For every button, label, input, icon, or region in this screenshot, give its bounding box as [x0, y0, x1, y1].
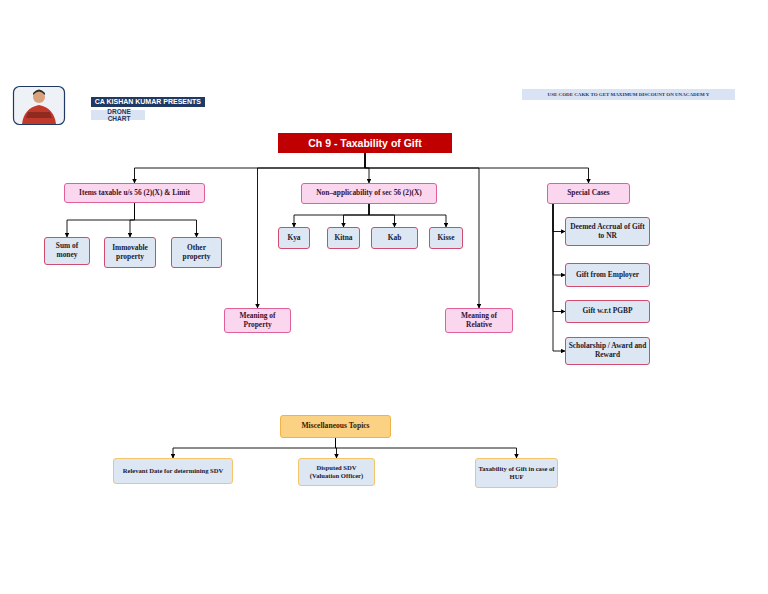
misc-subtopic-box: Taxability of Gift in case of HUF	[475, 458, 558, 488]
text-holder: Kitna	[334, 234, 352, 243]
text-holder: Kya	[287, 234, 300, 243]
connector-line	[67, 203, 135, 237]
presenter-hair	[33, 90, 45, 96]
subtopic-box: Scholarship / Award and Reward	[565, 337, 650, 365]
presenter-photo	[14, 87, 65, 125]
text-holder: Kisse	[438, 234, 455, 243]
node-label: Gift from Employer	[576, 271, 639, 280]
connector-line	[553, 204, 565, 275]
presenter-arms	[26, 112, 52, 118]
text-holder: Relevant Date for determining SDV	[123, 467, 224, 475]
topic-box: Non–applicability of sec 56 (2)(X)	[301, 183, 437, 204]
misc-box: Miscellaneous Topics	[280, 415, 391, 438]
node-label: Immovable property	[107, 244, 153, 261]
misc-subtopic-box: Disputed SDV (Valuation Officer)	[298, 458, 375, 486]
text-holder: Meaning of Property	[227, 312, 288, 329]
text-holder: USE CODE CAKK TO GET MAXIMUM DISCOUNT ON…	[548, 92, 710, 98]
connector-line	[553, 204, 565, 232]
text-holder: Gift w.r.t PGBP	[583, 307, 633, 316]
topic-box: Special Cases	[547, 183, 630, 204]
subtopic-box: Kab	[371, 227, 418, 249]
node-label: Special Cases	[567, 189, 610, 198]
subtopic-box: Other property	[171, 237, 222, 268]
node-label: CA KISHAN KUMAR PRESENTS	[95, 98, 201, 106]
connector-line	[130, 203, 135, 237]
text-holder: Scholarship / Award and Reward	[568, 342, 647, 359]
connector-line	[369, 204, 446, 227]
topic-box: Items taxable u/s 56 (2)(X) & Limit	[64, 183, 205, 203]
connector-line	[553, 204, 565, 312]
subtopic-box: Deemed Accrual of Gift to NR	[565, 217, 650, 246]
node-label: Ch 9 - Taxability of Gift	[308, 137, 422, 149]
subtopic-box: Kisse	[429, 227, 463, 249]
text-holder: Items taxable u/s 56 (2)(X) & Limit	[79, 189, 190, 198]
subtopic-box: Kya	[278, 227, 310, 249]
presenter-banner: CA KISHAN KUMAR PRESENTS	[91, 97, 205, 107]
connector-line	[258, 153, 366, 308]
node-label: Kya	[287, 234, 300, 243]
node-label: Scholarship / Award and Reward	[568, 342, 647, 359]
node-label: DRONE CHART	[95, 108, 143, 123]
node-label: Other property	[174, 244, 219, 261]
node-label: Sum of money	[47, 242, 87, 259]
node-label: Disputed SDV (Valuation Officer)	[301, 464, 372, 479]
node-label: Taxability of Gift in case of HUF	[478, 465, 555, 480]
text-holder: DRONE CHART	[95, 108, 143, 123]
text-holder: CA KISHAN KUMAR PRESENTS	[95, 98, 201, 106]
text-holder: Special Cases	[567, 189, 610, 198]
presenter-shirt	[22, 105, 56, 124]
subtopic-box: Kitna	[327, 227, 360, 249]
text-holder: Ch 9 - Taxability of Gift	[308, 137, 422, 149]
connector-line	[365, 153, 479, 308]
text-holder: Kab	[388, 234, 402, 243]
text-holder: Gift from Employer	[576, 271, 639, 280]
topic-box: Meaning of Property	[224, 308, 291, 333]
chart-tag: DRONE CHART	[91, 110, 145, 120]
promo-box: USE CODE CAKK TO GET MAXIMUM DISCOUNT ON…	[522, 89, 735, 100]
subtopic-box: Gift w.r.t PGBP	[565, 300, 650, 323]
misc-subtopic-box: Relevant Date for determining SDV	[113, 458, 233, 484]
node-label: Deemed Accrual of Gift to NR	[568, 223, 647, 240]
connector-line	[553, 204, 565, 351]
connector-line	[135, 203, 197, 237]
connector-line	[173, 438, 336, 458]
text-holder: Sum of money	[47, 242, 87, 259]
text-holder: Miscellaneous Topics	[301, 422, 369, 431]
topic-box: Meaning of Relative	[445, 308, 513, 333]
node-label: Gift w.r.t PGBP	[583, 307, 633, 316]
connector-line	[336, 438, 517, 458]
text-holder: Taxability of Gift in case of HUF	[478, 465, 555, 480]
connector-line	[369, 204, 395, 227]
text-holder: Meaning of Relative	[448, 312, 510, 329]
photo-frame	[14, 87, 65, 125]
text-holder: Disputed SDV (Valuation Officer)	[301, 464, 372, 479]
node-label: Items taxable u/s 56 (2)(X) & Limit	[79, 189, 190, 198]
node-label: Kitna	[334, 234, 352, 243]
text-holder: Immovable property	[107, 244, 153, 261]
node-label: Relevant Date for determining SDV	[123, 467, 224, 475]
connector-line	[344, 204, 370, 227]
node-label: USE CODE CAKK TO GET MAXIMUM DISCOUNT ON…	[548, 92, 710, 98]
node-label: Miscellaneous Topics	[301, 422, 369, 431]
subtopic-box: Gift from Employer	[565, 263, 650, 287]
text-holder: Other property	[174, 244, 219, 261]
subtopic-box: Immovable property	[104, 237, 156, 268]
node-label: Meaning of Relative	[448, 312, 510, 329]
title-box: Ch 9 - Taxability of Gift	[278, 133, 452, 153]
text-holder: Non–applicability of sec 56 (2)(X)	[316, 189, 422, 198]
node-label: Non–applicability of sec 56 (2)(X)	[316, 189, 422, 198]
node-label: Meaning of Property	[227, 312, 288, 329]
subtopic-box: Sum of money	[44, 237, 90, 265]
connector-line	[365, 153, 589, 183]
connector-line	[294, 204, 369, 227]
text-holder: Deemed Accrual of Gift to NR	[568, 223, 647, 240]
node-label: Kisse	[438, 234, 455, 243]
node-label: Kab	[388, 234, 402, 243]
